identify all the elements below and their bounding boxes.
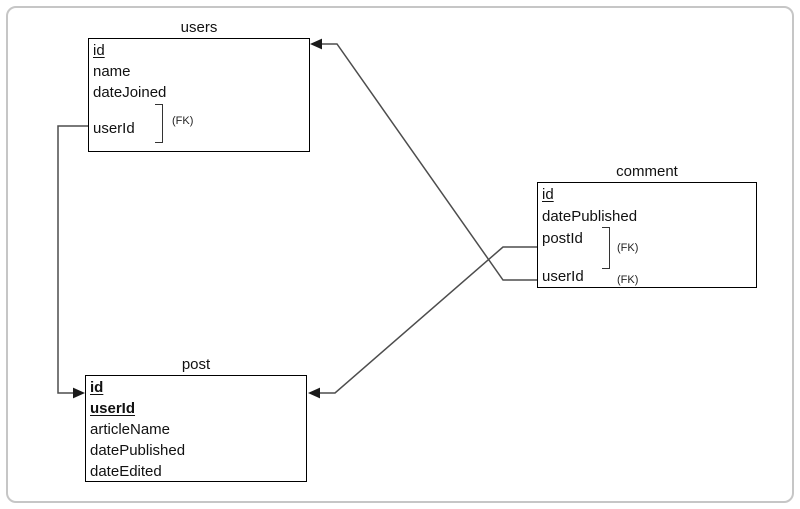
field-label: articleName xyxy=(90,421,171,438)
entity-box-comment[interactable]: id datePublished postId userId (FK) (FK) xyxy=(537,182,757,288)
fk-bracket xyxy=(155,104,163,143)
field-row: userId xyxy=(90,398,306,419)
field-row: userId xyxy=(542,266,756,288)
fk-label: (FK) xyxy=(172,115,194,127)
fk-bracket xyxy=(602,227,610,269)
field-row: id xyxy=(90,377,306,398)
connector-comment-users[interactable] xyxy=(310,38,537,281)
arrowhead-into-post-left xyxy=(73,387,85,399)
field-label: userId xyxy=(90,400,136,417)
entity-title-comment: comment xyxy=(616,163,678,180)
field-label: id xyxy=(90,379,104,396)
field-label: datePublished xyxy=(542,208,638,225)
field-row: articleName xyxy=(90,419,306,440)
field-label: dateEdited xyxy=(90,463,162,480)
field-label: dateJoined xyxy=(93,84,167,101)
entity-box-users[interactable]: id name dateJoined userId (FK) xyxy=(88,38,310,152)
field-row: postId xyxy=(542,228,756,250)
connector-comment-post[interactable] xyxy=(308,246,537,399)
entity-title-users: users xyxy=(180,19,218,36)
field-label: userId xyxy=(93,120,135,137)
field-label: name xyxy=(93,63,131,80)
field-row: userId xyxy=(93,118,309,139)
field-row: name xyxy=(93,61,309,82)
field-label: id xyxy=(93,42,105,59)
field-row: datePublished xyxy=(90,440,306,461)
field-label: userId xyxy=(542,268,584,285)
connector-users-post[interactable] xyxy=(57,125,88,399)
fk-label: (FK) xyxy=(617,274,639,286)
entity-box-post[interactable]: id userId articleName datePublished date… xyxy=(85,375,307,482)
fk-label: (FK) xyxy=(617,242,639,254)
field-row: dateJoined xyxy=(93,82,309,103)
field-label: postId xyxy=(542,230,583,247)
field-label: datePublished xyxy=(90,442,186,459)
field-row: id xyxy=(542,184,756,206)
field-row: datePublished xyxy=(542,206,756,228)
entity-title-post: post xyxy=(181,356,211,373)
field-row: dateEdited xyxy=(90,461,306,482)
field-row: id xyxy=(93,40,309,61)
arrowhead-into-users-right xyxy=(310,38,322,50)
field-label: id xyxy=(542,186,554,203)
arrowhead-into-post-right xyxy=(308,387,320,399)
